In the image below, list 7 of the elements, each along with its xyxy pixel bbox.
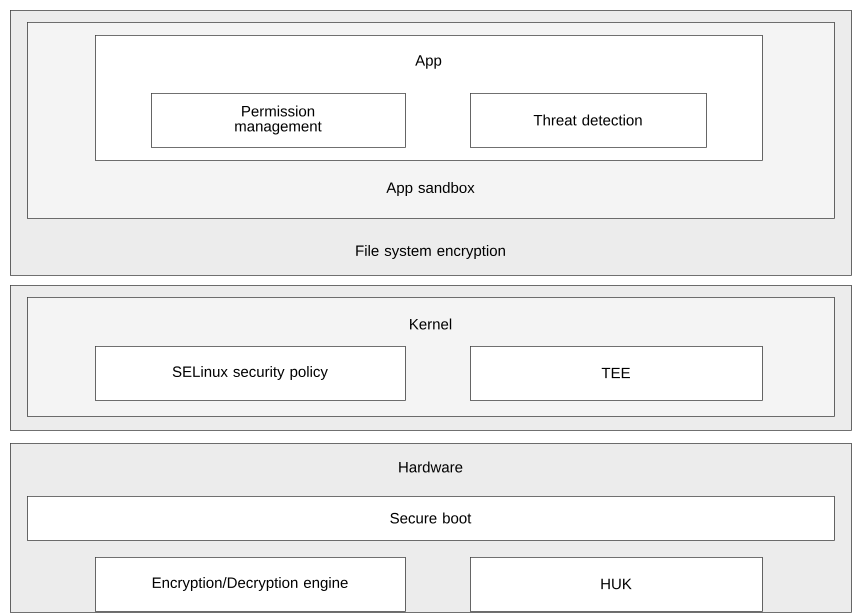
module-box: Permission management (151, 93, 406, 148)
module-box: TEE (470, 346, 763, 401)
module-box: SELinux security policy (95, 346, 406, 401)
module-box: HUK (470, 557, 763, 612)
module-box: Secure boot (27, 496, 835, 541)
module-box: Threat detection (470, 93, 707, 148)
module-box: Encryption/Decryption engine (95, 557, 406, 612)
